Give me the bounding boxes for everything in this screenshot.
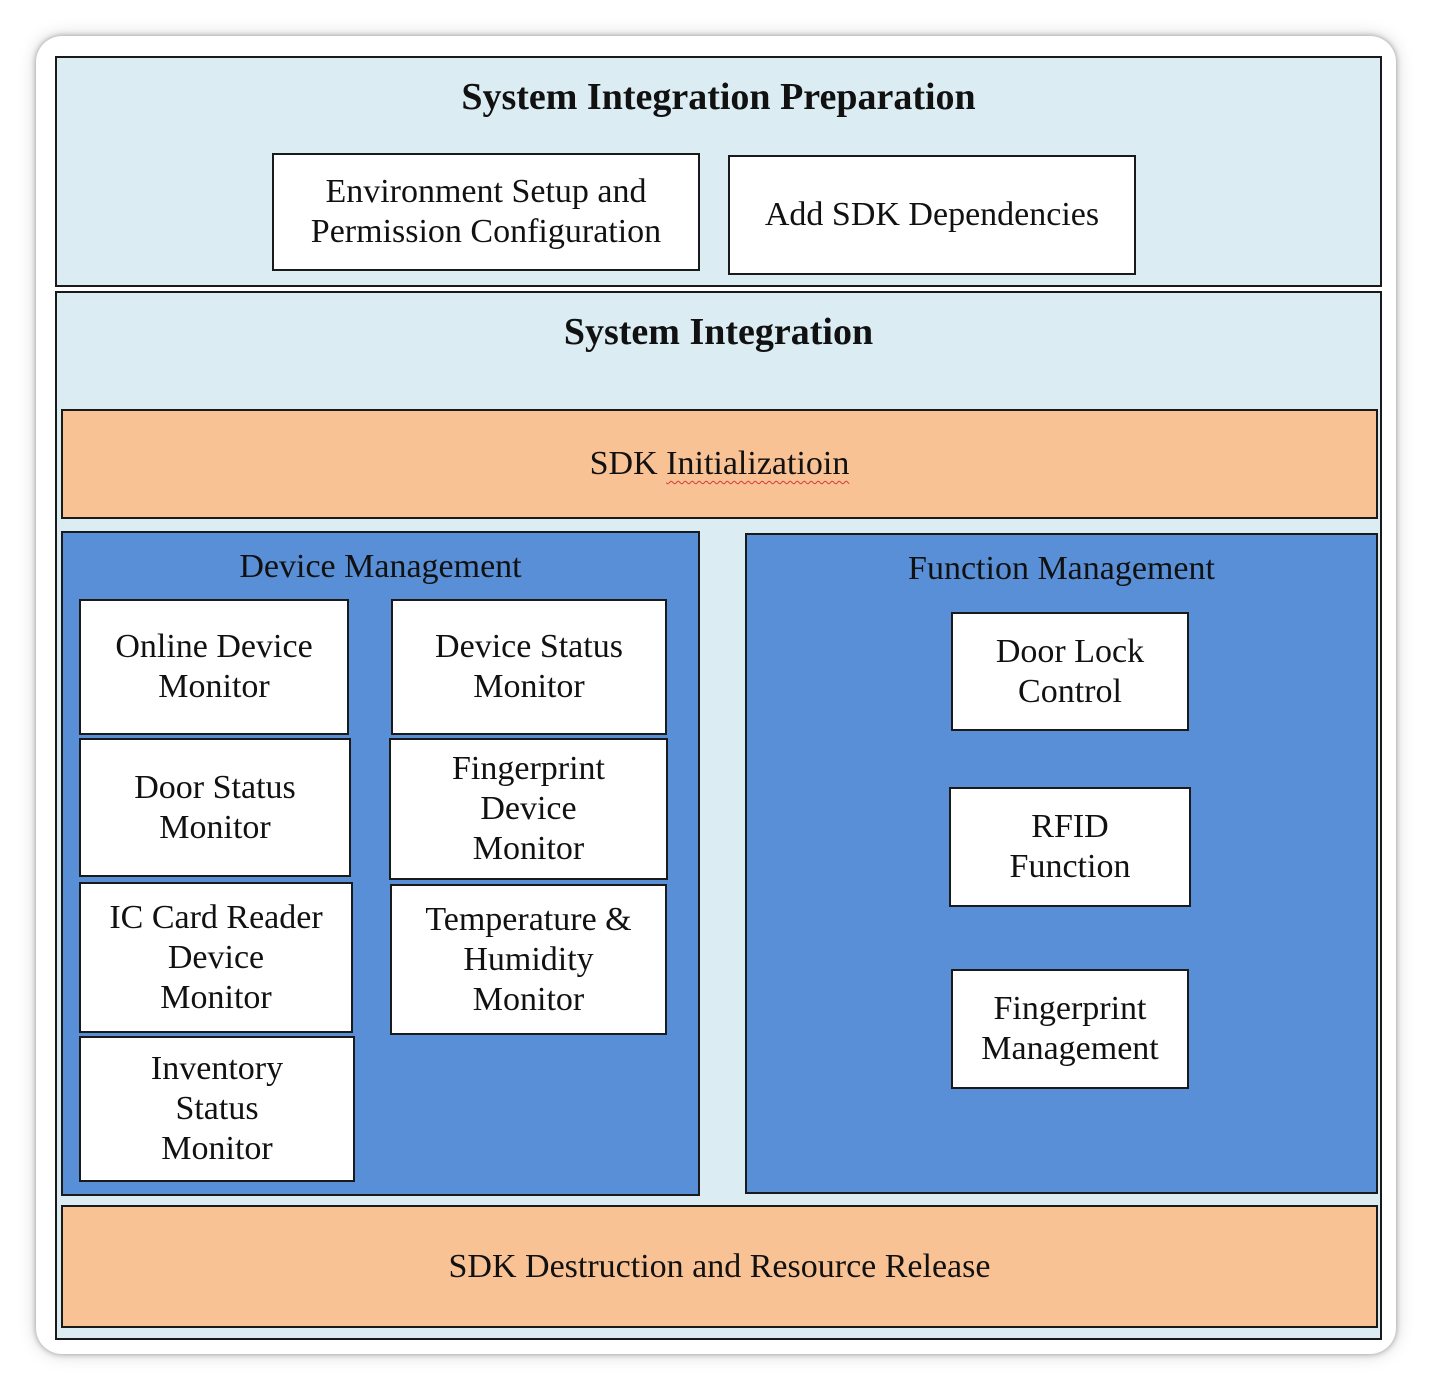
rfid-function-box: RFID Function	[949, 787, 1191, 907]
device-status-monitor-box: Device Status Monitor	[391, 599, 667, 735]
device-management-title: Device Management	[239, 548, 522, 585]
ic-card-reader-monitor-box: IC Card Reader Device Monitor	[79, 882, 353, 1033]
sdk-destruction-bar: SDK Destruction and Resource Release	[61, 1205, 1378, 1328]
environment-setup-box: Environment Setup and Permission Configu…	[272, 153, 700, 271]
online-device-monitor-box: Online Device Monitor	[79, 599, 349, 735]
sdk-initialization-bar: SDK Initializatioin	[61, 409, 1378, 519]
function-management-title: Function Management	[908, 550, 1215, 587]
door-status-monitor-box: Door Status Monitor	[79, 738, 351, 877]
fingerprint-management-box: Fingerprint Management	[951, 969, 1189, 1089]
inventory-status-monitor-box: Inventory Status Monitor	[79, 1036, 355, 1182]
integration-title: System Integration	[563, 311, 874, 353]
fingerprint-device-monitor-box: Fingerprint Device Monitor	[389, 738, 668, 880]
sdk-initialization-word: Initializatioin	[666, 445, 850, 482]
preparation-title: System Integration Preparation	[461, 76, 976, 118]
sdk-initialization-prefix: SDK	[589, 445, 667, 482]
preparation-panel: System Integration Preparation	[55, 56, 1382, 287]
door-lock-control-box: Door Lock Control	[951, 612, 1189, 731]
add-sdk-dependencies-box: Add SDK Dependencies	[728, 155, 1136, 275]
temperature-humidity-monitor-box: Temperature & Humidity Monitor	[390, 884, 667, 1035]
